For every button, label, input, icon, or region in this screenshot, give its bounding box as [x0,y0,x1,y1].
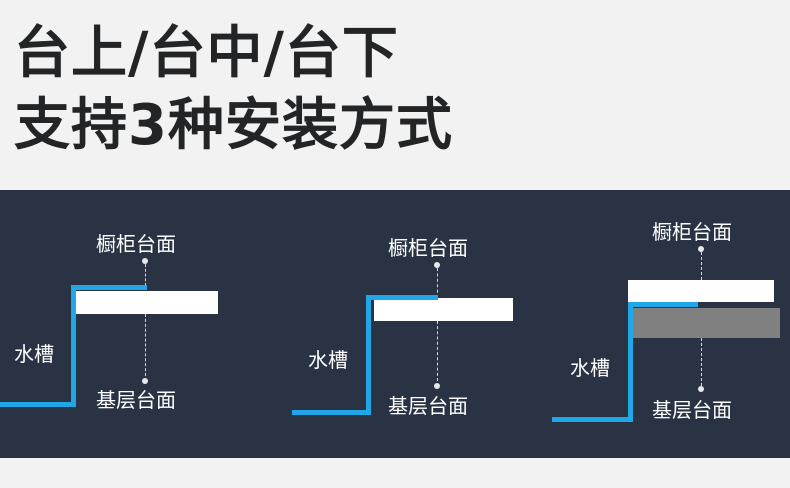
leader-dot [434,383,440,389]
leader-line [437,321,438,381]
base-layer-slab [632,308,780,338]
sink-bottom-edge [552,417,632,422]
leader-line [701,338,702,386]
sink-flange [71,285,147,290]
bottom-strip [0,458,790,488]
leader-dot [698,246,704,252]
base-countertop-label: 基层台面 [652,398,732,422]
base-countertop-label: 基层台面 [388,394,468,418]
base-countertop-label: 基层台面 [96,388,176,412]
page-title: 台上/台中/台下 支持3种安装方式 [14,18,453,162]
leader-line [437,268,438,298]
countertop-slab [374,298,513,321]
cabinet-countertop-label: 橱柜台面 [96,232,176,256]
cabinet-countertop-label: 橱柜台面 [652,220,732,244]
sink-label: 水槽 [308,348,348,372]
leader-dot [698,386,704,392]
title-line-1: 台上/台中/台下 [14,21,399,86]
countertop-slab [76,291,218,314]
sink-wall [366,295,371,415]
leader-line [145,264,146,286]
installation-diagram-panel: 橱柜台面 基层台面 水槽 橱柜台面 基层台面 水槽 橱柜台面 [0,190,790,458]
sink-wall [71,285,76,407]
sink-label: 水槽 [14,342,54,366]
leader-line [145,314,146,376]
sink-label: 水槽 [570,356,610,380]
leader-dot [142,258,148,264]
leader-line [701,252,702,280]
sink-bottom-edge [292,410,370,415]
leader-dot [434,262,440,268]
title-line-2: 支持3种安装方式 [14,93,453,158]
sink-wall [628,302,633,422]
sink-flange [366,295,438,300]
sink-bottom-edge [0,402,76,407]
sink-flange [628,302,698,307]
countertop-slab [628,280,774,302]
cabinet-countertop-label: 橱柜台面 [388,236,468,260]
leader-dot [142,378,148,384]
